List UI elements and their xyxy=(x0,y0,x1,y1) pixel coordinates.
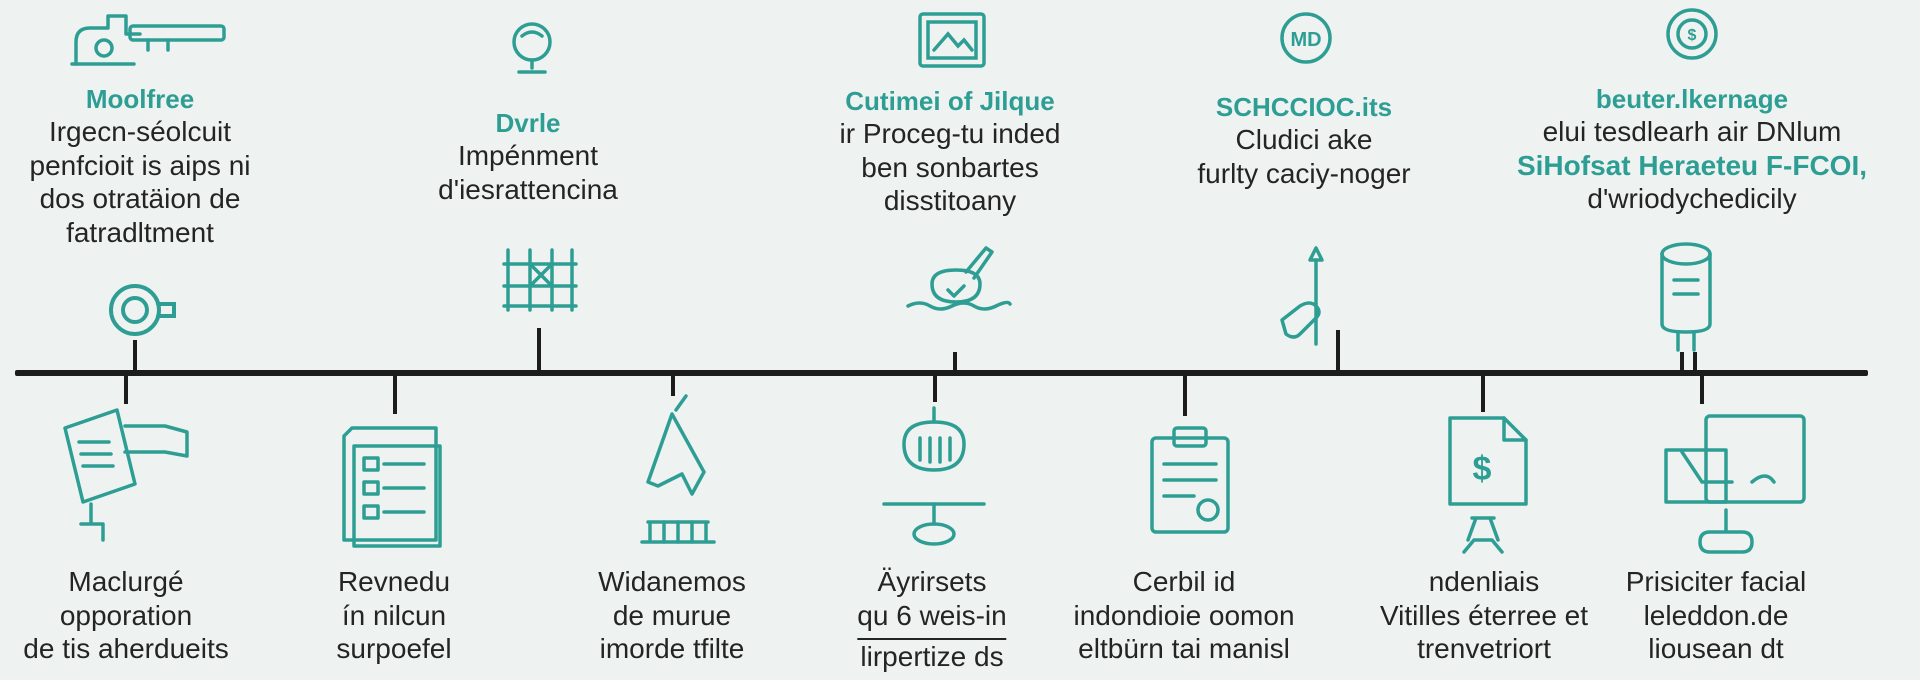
svg-text:MD: MD xyxy=(1290,29,1321,51)
event-text: Impénment xyxy=(457,140,599,172)
event-text: Irgecn-séolcuit xyxy=(48,116,232,148)
event-text: ir Proceg-tu inded xyxy=(839,118,1061,150)
dollar-coin-icon: $ xyxy=(1664,6,1720,64)
tick-up xyxy=(953,352,957,372)
event-text: liousean dt xyxy=(1648,633,1784,665)
pot-pen-icon xyxy=(904,244,1014,328)
framed-map-icon xyxy=(916,10,988,70)
event-bottom-4: Äyrirsets qu 6 weis-in lirpertize ds xyxy=(857,565,1007,674)
thumb-up-icon xyxy=(1276,244,1346,354)
event-top-4: SCHCCIOC.its Cludici ake furlty caciy-no… xyxy=(1197,92,1410,190)
event-text: imorde tfilte xyxy=(599,633,745,665)
event-text: lirpertize ds xyxy=(860,641,1004,673)
key-lock-icon xyxy=(68,8,228,70)
checklist-document-icon xyxy=(340,424,452,552)
cylinder-post-icon xyxy=(1654,240,1718,352)
tick-down xyxy=(393,374,397,414)
event-text: d'iesrattencina xyxy=(438,173,618,205)
event-bottom-3: Widanemos de murue imorde tfilte xyxy=(598,565,746,666)
event-text: Widanemos xyxy=(598,566,746,597)
tick-up xyxy=(537,328,541,372)
event-bottom-1: Maclurgé opporation de tis aherdueits xyxy=(23,565,228,666)
divider xyxy=(857,638,1007,641)
event-bottom-2: Revnedu ín nilcun surpoefel xyxy=(336,565,451,666)
event-text: ín nilcun xyxy=(341,599,447,631)
event-top-2: Dvrle Impénment d'iesrattencina xyxy=(438,108,618,206)
flask-stand-icon xyxy=(636,390,720,558)
tick-up xyxy=(1693,352,1697,372)
tick-down xyxy=(671,374,675,396)
event-text: leleddon.de xyxy=(1643,599,1789,631)
md-badge-icon: MD xyxy=(1278,10,1334,68)
event-text: fatradltment xyxy=(66,216,214,248)
event-bottom-7: Prisiciter facial leleddon.de liousean d… xyxy=(1626,565,1806,666)
event-text: ndenliais xyxy=(1428,566,1540,597)
event-text: Vitilles éterree et xyxy=(1379,599,1589,631)
event-text: SiHofsat Heraeteu F-FCOI, xyxy=(1516,149,1868,181)
tick-down xyxy=(1700,374,1704,404)
event-text: penfcioit is aips ni xyxy=(29,149,251,181)
tick-down xyxy=(933,374,937,402)
event-text: de tis aherdueits xyxy=(23,633,229,665)
donut-gear-icon xyxy=(100,278,178,340)
event-title: Cutimei of Jilque xyxy=(845,86,1055,116)
event-text: disstitoany xyxy=(883,185,1017,217)
event-text: Cludici ake xyxy=(1235,124,1373,156)
event-text: eltbürn tai manisl xyxy=(1078,633,1290,665)
tick-up xyxy=(1680,352,1684,372)
event-title: beuter.lkernage xyxy=(1595,84,1789,114)
svg-text:$: $ xyxy=(1473,450,1492,488)
tick-down xyxy=(124,374,128,404)
event-text: trenvetriort xyxy=(1417,633,1551,665)
clipboard-hand-icon xyxy=(55,392,195,542)
event-text: Äyrirsets xyxy=(877,566,987,597)
event-bottom-6: ndenliais Vitilles éterree et trenvetrio… xyxy=(1380,565,1588,666)
event-text: surpoefel xyxy=(336,633,452,665)
event-title: Moolfree xyxy=(85,84,195,114)
event-text: Revnedu xyxy=(337,566,451,597)
event-text: opporation xyxy=(59,599,193,631)
event-title: SCHCCIOC.its xyxy=(1215,92,1393,122)
event-text: Maclurgé xyxy=(68,566,184,597)
svg-text:$: $ xyxy=(1688,27,1697,44)
event-text: d'wriodychedicily xyxy=(1587,183,1797,215)
dollar-document-icon: $ xyxy=(1446,414,1530,560)
event-top-5: beuter.lkernage elui tesdlearh air DNlum… xyxy=(1517,84,1867,216)
timeline-axis xyxy=(15,370,1868,376)
event-bottom-5: Cerbil id indondioie oomon eltbürn tai m… xyxy=(1073,565,1294,666)
event-title: Dvrle xyxy=(495,108,561,138)
tick-up xyxy=(133,340,137,372)
event-text: ben sonbartes xyxy=(861,151,1039,183)
brush-bowl-icon xyxy=(880,404,990,554)
event-text: elui tesdlearh air DNlum xyxy=(1542,116,1842,148)
tick-up xyxy=(1336,330,1340,372)
scaffold-grid-icon xyxy=(500,246,580,314)
clipboard-badge-icon xyxy=(1148,424,1232,536)
event-text: Prisiciter facial xyxy=(1625,566,1807,597)
event-top-3: Cutimei of Jilque ir Proceg-tu inded ben… xyxy=(839,86,1060,218)
event-text: qu 6 weis-in xyxy=(857,599,1007,631)
event-text: Cerbil id xyxy=(1132,566,1236,597)
event-text: indondioie oomon xyxy=(1073,599,1295,631)
event-text: furlty caciy-noger xyxy=(1197,157,1411,189)
event-text: dos otratäion de xyxy=(39,183,241,215)
event-top-1: Moolfree Irgecn-séolcuit penfcioit is ai… xyxy=(29,84,250,250)
event-text: de murue xyxy=(612,599,732,631)
globe-stand-icon xyxy=(505,18,559,76)
tick-down xyxy=(1481,374,1485,412)
tick-down xyxy=(1183,374,1187,416)
monitor-tool-icon xyxy=(1662,412,1812,562)
